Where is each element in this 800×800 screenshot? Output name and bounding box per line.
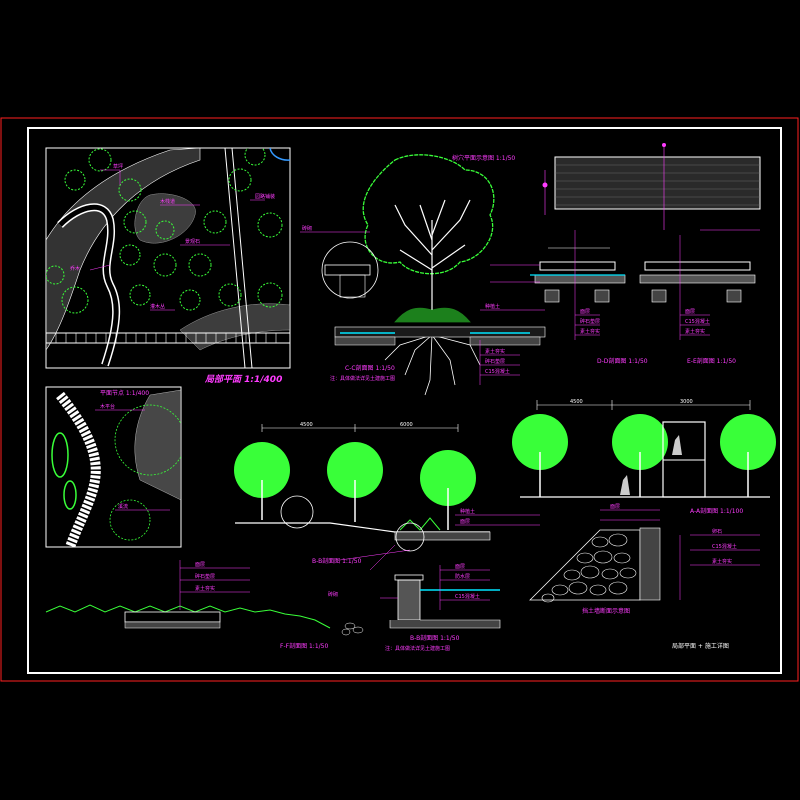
plan2-label-0: 木平台 bbox=[100, 403, 115, 410]
tree-pit-section: 种植土 素土夯实 碎石垫层 C15混凝土 砖砌 树穴平面示意图 1:1/50 C… bbox=[300, 154, 546, 396]
section-dd-title: D-D剖面图 1:1/50 bbox=[597, 357, 648, 365]
wall-callout-2: 素土夯实 bbox=[712, 558, 732, 565]
ee-callout-1: C15混凝土 bbox=[685, 318, 710, 325]
section-ee: 面层 C15混凝土 素土夯实 E-E剖面图 1:1/50 bbox=[639, 229, 760, 365]
tree-callout-4: 砖砌 bbox=[302, 225, 312, 232]
plan-label-1: 木栈道 bbox=[160, 198, 175, 205]
paving-pattern bbox=[542, 143, 761, 230]
section-aa-title: A-A剖面图 1:1/100 bbox=[690, 507, 743, 515]
wall-callout-3: 面层 bbox=[610, 504, 620, 510]
dd-callout-2: 素土夯实 bbox=[580, 328, 600, 335]
outer-frame bbox=[0, 117, 799, 682]
bb-callout-1: 面层 bbox=[460, 519, 470, 525]
bb-callout-0: 种植土 bbox=[460, 508, 475, 515]
rock-title: 挡土墙断面示意图 bbox=[582, 607, 630, 615]
ff-callout-2: 素土夯实 bbox=[195, 585, 215, 592]
retaining-wall-section: 卵石 C15混凝土 素土夯实 面层 挡土墙断面示意图 bbox=[529, 504, 760, 615]
bb-dim-0: 4500 bbox=[300, 422, 313, 428]
plan2-label-1: 溪流 bbox=[118, 503, 128, 510]
ff-callout-1: 碎石垫层 bbox=[195, 573, 215, 580]
ee-callout-0: 面层 bbox=[685, 309, 695, 315]
site-plan: 草坪 木栈道 景观石 园路铺装 乔木 灌木丛 局部平面 1:1/400 bbox=[45, 147, 291, 385]
plan-title: 局部平面 1:1/400 bbox=[204, 374, 282, 385]
dd-callout-1: 碎石垫层 bbox=[580, 318, 600, 325]
note-2: 注：具体做法详见土建施工图 bbox=[385, 645, 450, 652]
boardwalk-planks bbox=[55, 333, 277, 343]
tree-title: 树穴平面示意图 1:1/50 bbox=[452, 154, 515, 162]
wall-callout-1: C15混凝土 bbox=[712, 543, 737, 550]
plan2-title: 平面节点 1:1/400 bbox=[100, 389, 149, 397]
ee-callout-2: 素土夯实 bbox=[685, 328, 705, 335]
plan-label-0: 草坪 bbox=[113, 163, 123, 170]
section-bb-title: B-B剖面图 1:1/50 bbox=[312, 557, 362, 565]
note-1: 注：具体做法详见土建施工图 bbox=[330, 375, 395, 382]
section-ff-title: F-F剖面图 1:1/50 bbox=[280, 642, 328, 650]
section-dd: 面层 碎石垫层 素土夯实 D-D剖面图 1:1/50 bbox=[490, 230, 648, 365]
section-aa: 4500 3000 A-A剖面图 1:1/100 bbox=[512, 399, 776, 515]
sheet-title: 局部平面 + 施工详图 bbox=[672, 642, 729, 650]
tree-callout-0: 种植土 bbox=[485, 303, 500, 310]
bb-dim-1: 6000 bbox=[400, 422, 413, 428]
pool-callout-1: 防水层 bbox=[455, 573, 470, 580]
tree-callout-1: 素土夯实 bbox=[485, 348, 505, 355]
section-cc-title: C-C剖面图 1:1/50 bbox=[345, 364, 395, 372]
pool-callout-2: C15混凝土 bbox=[455, 593, 480, 600]
wall-callout-0: 卵石 bbox=[712, 528, 722, 535]
plan-label-4: 乔木 bbox=[70, 265, 80, 272]
plan-trees bbox=[46, 148, 283, 314]
inner-frame bbox=[27, 127, 782, 674]
aa-dim-1: 3000 bbox=[680, 399, 693, 405]
section-ee-title: E-E剖面图 1:1/50 bbox=[687, 357, 736, 365]
tree-callout-3: C15混凝土 bbox=[485, 368, 510, 375]
plan-label-2: 景观石 bbox=[185, 238, 200, 245]
detail-plan: 木平台 溪流 平面节点 1:1/400 bbox=[45, 386, 182, 548]
bb-trees bbox=[234, 442, 476, 530]
pool-callout-0: 面层 bbox=[455, 564, 465, 570]
ff-callout-0: 面层 bbox=[195, 562, 205, 568]
tree-callout-2: 碎石垫层 bbox=[485, 358, 505, 365]
plan-label-5: 灌木丛 bbox=[150, 303, 165, 310]
plan-label-3: 园路铺装 bbox=[255, 193, 275, 200]
pool-edge-section: 面层 防水层 C15混凝土 砖砌 B-B剖面图 1:1/50 注：具体做法详见土… bbox=[328, 564, 501, 652]
pool-title: B-B剖面图 1:1/50 bbox=[410, 634, 460, 642]
aa-dim-0: 4500 bbox=[570, 399, 583, 405]
pool-callout-3: 砖砌 bbox=[328, 591, 338, 598]
section-ff: 面层 碎石垫层 素土夯实 F-F剖面图 1:1/50 bbox=[45, 560, 331, 650]
section-bb: 4500 6000 种植土 面层 B-B剖面图 1:1/50 bbox=[234, 422, 540, 571]
dd-callout-0: 面层 bbox=[580, 309, 590, 315]
